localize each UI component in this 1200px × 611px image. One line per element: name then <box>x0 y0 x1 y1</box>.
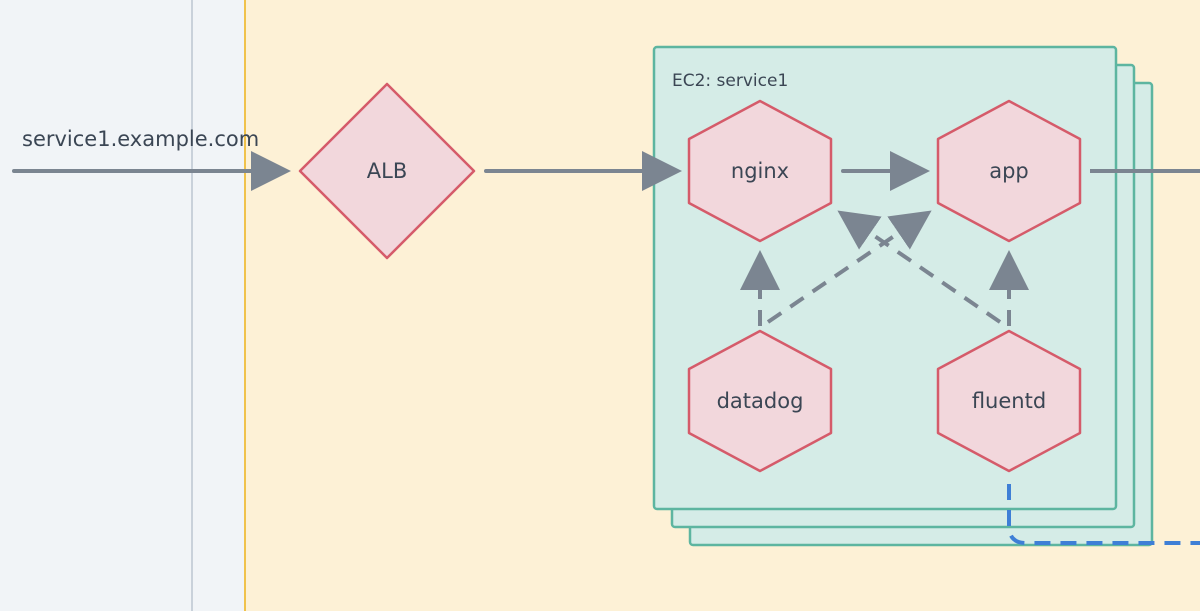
incoming-domain-label: service1.example.com <box>22 127 259 151</box>
ec2-host-label: EC2: service1 <box>672 71 788 91</box>
datadog-node-label: datadog <box>717 389 804 413</box>
fluentd-node <box>936 329 1082 473</box>
lane-divider <box>191 0 193 611</box>
fluentd-to-nginx-arrow <box>837 210 1002 324</box>
datadog-to-app-arrow <box>766 210 932 324</box>
fluentd-log-shipping-line <box>1007 484 1200 545</box>
app-node <box>936 99 1082 243</box>
fluentd-node-label: fluentd <box>972 389 1046 413</box>
alb-node <box>298 82 476 260</box>
nginx-node <box>687 99 833 243</box>
nginx-node-label: nginx <box>731 159 789 183</box>
alb-node-label: ALB <box>367 159 407 183</box>
datadog-node <box>687 329 833 473</box>
app-node-label: app <box>989 159 1029 183</box>
